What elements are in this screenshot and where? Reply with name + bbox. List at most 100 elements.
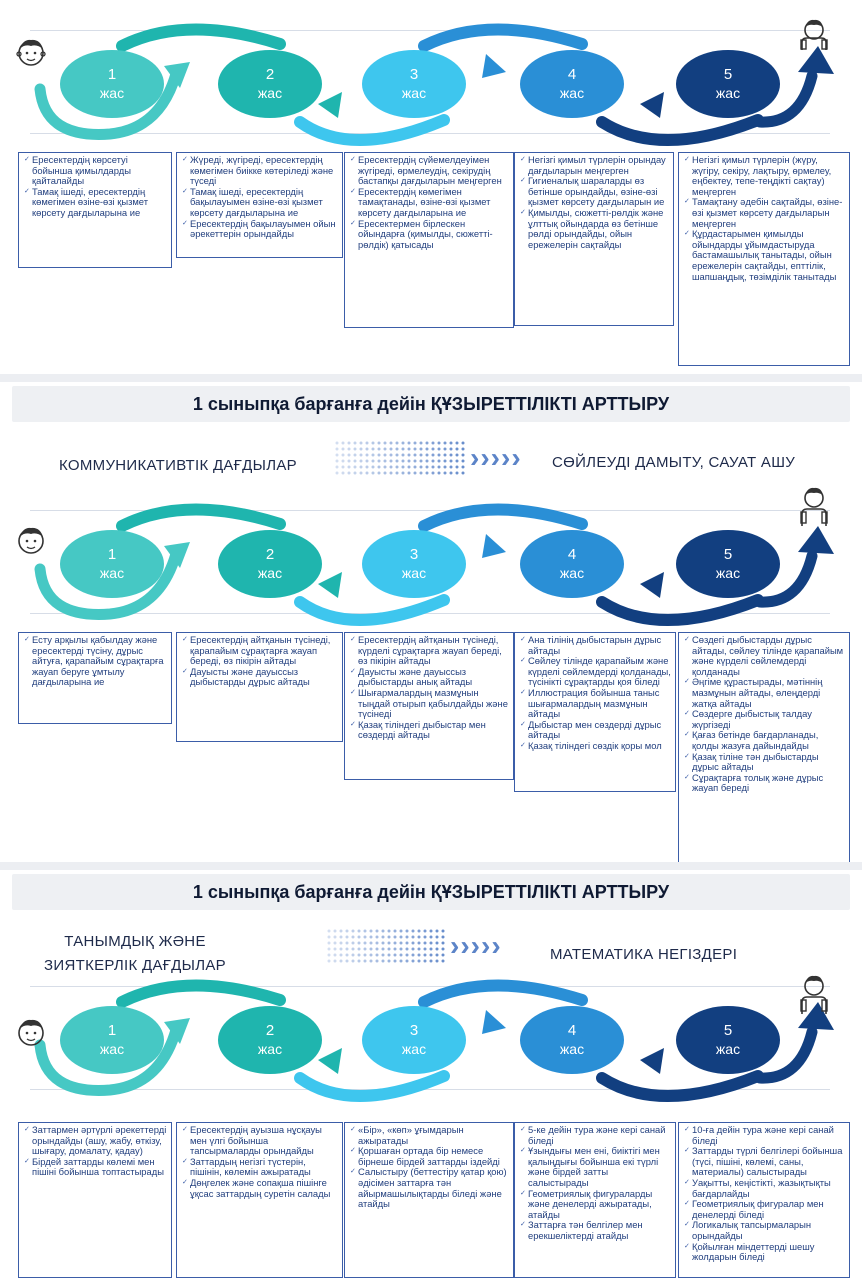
skill-item: «Бір», «көп» ұғымдарын ажыратады	[350, 1124, 509, 1146]
age-number: 3	[410, 66, 418, 83]
section-divider	[0, 862, 862, 870]
age-number: 2	[266, 1022, 274, 1039]
age-unit: жас	[402, 1041, 426, 1057]
age-number: 5	[724, 1022, 732, 1039]
arrow-head	[798, 1002, 834, 1030]
age-ellipse	[362, 530, 466, 598]
boy-face-icon	[13, 522, 49, 558]
arrow-head	[164, 542, 190, 568]
skill-item: Тамақ ішеді, ересектердің бақылауымен өз…	[182, 186, 338, 219]
skill-item: Ересектердің бақылауымен ойын әрекеттері…	[182, 218, 338, 240]
age-ellipse	[520, 50, 624, 118]
skill-box-age-4: Ана тілінің дыбыстарын дұрыс айтадыСөйле…	[514, 632, 676, 792]
skill-left-label: КОММУНИКАТИВТІК ДАҒДЫЛАР	[59, 457, 297, 474]
arrow-head	[318, 92, 342, 118]
age-number: 4	[568, 546, 576, 563]
skill-item: Сөздерге дыбыстық талдау жүргізеді	[684, 708, 845, 730]
skill-box-age-5: Негізгі қимыл түрлерін (жүру, жүгіру, се…	[678, 152, 850, 366]
age-number: 3	[410, 1022, 418, 1039]
arrow-head	[798, 526, 834, 554]
age-unit: жас	[560, 85, 584, 101]
age-ellipse	[676, 1006, 780, 1074]
skill-item: Жүреді, жүгіреді, ересектердің көмегімен…	[182, 154, 338, 187]
boy-student-icon	[796, 484, 832, 526]
connector-arc	[34, 1024, 182, 1096]
skill-item: Негізгі қимыл түрлерін (жүру, жүгіру, се…	[684, 154, 845, 197]
skill-item: Заттарды түрлі белгілері бойынша (түсі, …	[684, 1145, 845, 1178]
age-unit: жас	[100, 85, 124, 101]
age-unit: жас	[258, 1041, 282, 1057]
skill-box-age-5: Сөздегі дыбыстарды дұрыс айтады, сөйлеу …	[678, 632, 850, 864]
skill-box-age-1: Заттармен әртүрлі әрекеттерді орындайды …	[18, 1122, 172, 1278]
skill-box-age-3: «Бір», «көп» ұғымдарын ажыратадыҚоршаған…	[344, 1122, 514, 1278]
connector-arc	[754, 1026, 818, 1084]
skill-item: Сөйлеу тілінде қарапайым және күрделі сө…	[520, 655, 671, 688]
age-unit: жас	[402, 565, 426, 581]
skill-item: Ересектердің айтқанын түсінеді, қарапайы…	[182, 634, 338, 667]
arrow-head	[640, 92, 664, 118]
connector-arc	[596, 594, 764, 626]
skill-item: Ересектердің айтқанын түсінеді, күрделі …	[350, 634, 509, 667]
skill-item: Қоршаған ортада бір немесе бірнеше бірде…	[350, 1145, 509, 1167]
boy-student-icon	[796, 16, 832, 52]
age-ellipse	[676, 530, 780, 598]
age-unit: жас	[100, 1041, 124, 1057]
skill-item: Ересектермен бірлескен ойындарға (қимылд…	[350, 218, 509, 251]
section-banner: 1 сыныпқа барғанға дейін ҚҰЗЫРЕТТІЛІКТІ …	[12, 386, 850, 422]
skill-item: Заттардың негізгі түстерін, пішінін, көл…	[182, 1156, 338, 1178]
arrow-head	[318, 1048, 342, 1074]
age-node-4: 4 жас	[520, 50, 624, 118]
age-ellipse	[362, 1006, 466, 1074]
skill-item: Әңгіме құрастырады, мәтіннің мазмұнын ай…	[684, 677, 845, 709]
arrow-head	[640, 1048, 664, 1074]
skill-item: Ересектердің ауызша нұсқауы мен үлгі бой…	[182, 1124, 338, 1157]
age-node-4: 4 жас	[520, 530, 624, 598]
age-ellipse	[218, 1006, 322, 1074]
age-ellipse	[520, 1006, 624, 1074]
dot-pattern	[326, 928, 448, 964]
skill-item: Сөздегі дыбыстарды дұрыс айтады, сөйлеу …	[684, 634, 845, 677]
age-unit: жас	[100, 565, 124, 581]
connector-arc	[116, 503, 286, 532]
skill-item: Қойылған міндеттерді шешу жолдарын білед…	[684, 1241, 845, 1263]
skill-box-age-3: Ересектердің айтқанын түсінеді, күрделі …	[344, 632, 514, 780]
arrow-head	[482, 54, 506, 78]
age-number: 2	[266, 546, 274, 563]
age-node-3: 3 жас	[362, 1006, 466, 1074]
age-number: 1	[108, 66, 116, 83]
arrow-head	[798, 46, 834, 74]
age-number: 4	[568, 66, 576, 83]
connector-arc	[754, 70, 818, 128]
skill-box-age-2: Ересектердің айтқанын түсінеді, қарапайы…	[176, 632, 343, 742]
age-ellipse	[362, 50, 466, 118]
skill-item: Қазақ тіліндегі сөздік қоры мол	[520, 740, 671, 752]
skill-item: Қазақ тіліне тән дыбыстарды дұрыс айтады	[684, 751, 845, 773]
skill-item: Сұрақтарға толық және дұрыс жауап береді	[684, 772, 845, 794]
skill-item: Қазақ тіліндегі дыбыстар мен сөздерді ай…	[350, 719, 509, 741]
connector-arc	[34, 68, 182, 140]
connector-arc	[34, 548, 182, 620]
chevron-arrows-icon: ›››››	[450, 930, 501, 961]
skill-item: Иллюстрация бойынша таныс шығармалардың …	[520, 687, 671, 720]
chevron-arrows-icon: ›››››	[470, 442, 521, 473]
age-ellipse	[60, 530, 164, 598]
skill-box-age-5: 10-ға дейін тура және кері санай біледіЗ…	[678, 1122, 850, 1278]
age-ellipse	[60, 50, 164, 118]
age-unit: жас	[560, 565, 584, 581]
connector-arc	[418, 503, 588, 532]
arrow-head	[640, 572, 664, 598]
age-ellipse	[676, 50, 780, 118]
age-node-1: 1 жас	[60, 50, 164, 118]
skill-item: Геометриялық фигуралар мен денелерді біл…	[684, 1198, 845, 1220]
skill-item: Ересектердің көрсетуі бойынша қимылдарды…	[24, 154, 167, 187]
